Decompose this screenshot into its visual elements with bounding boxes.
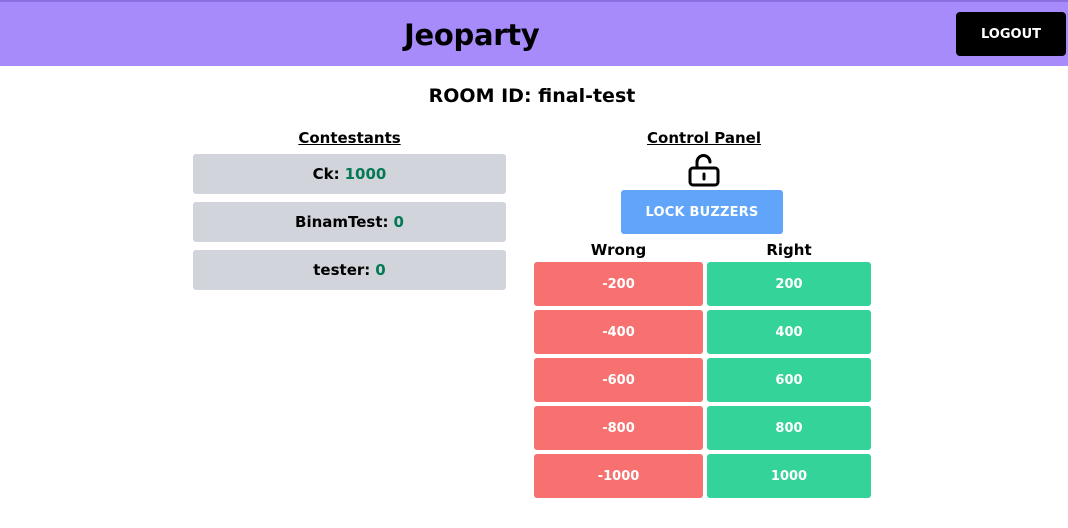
contestants-title: Contestants (298, 129, 401, 147)
wrong-1000-button[interactable]: -1000 (534, 454, 703, 498)
contestant-score: 0 (375, 261, 386, 279)
right-600-button[interactable]: 600 (707, 358, 871, 402)
lock-buzzers-button[interactable]: LOCK BUZZERS (621, 190, 783, 234)
wrong-header: Wrong (590, 241, 647, 259)
wrong-400-button[interactable]: -400 (534, 310, 703, 354)
room-id: ROOM ID: final-test (428, 85, 636, 107)
right-header: Right (766, 241, 812, 259)
wrong-600-button[interactable]: -600 (534, 358, 703, 402)
contestant-card: BinamTest: 0 (193, 202, 506, 242)
logout-button[interactable]: LOGOUT (956, 12, 1066, 56)
right-400-button[interactable]: 400 (707, 310, 871, 354)
wrong-200-button[interactable]: -200 (534, 262, 703, 306)
contestant-name: Ck: (312, 165, 340, 183)
control-panel-title: Control Panel (647, 129, 761, 147)
contestant-name: BinamTest: (295, 213, 389, 231)
contestant-score: 0 (393, 213, 404, 231)
contestant-card: Ck: 1000 (193, 154, 506, 194)
wrong-800-button[interactable]: -800 (534, 406, 703, 450)
right-800-button[interactable]: 800 (707, 406, 871, 450)
app-title: Jeoparty (404, 18, 540, 52)
contestant-score: 1000 (344, 165, 387, 183)
right-200-button[interactable]: 200 (707, 262, 871, 306)
right-1000-button[interactable]: 1000 (707, 454, 871, 498)
top-bar: Jeoparty LOGOUT (0, 0, 1068, 66)
unlocked-padlock-icon (686, 152, 722, 188)
contestant-name: tester: (313, 261, 371, 279)
contestant-card: tester: 0 (193, 250, 506, 290)
